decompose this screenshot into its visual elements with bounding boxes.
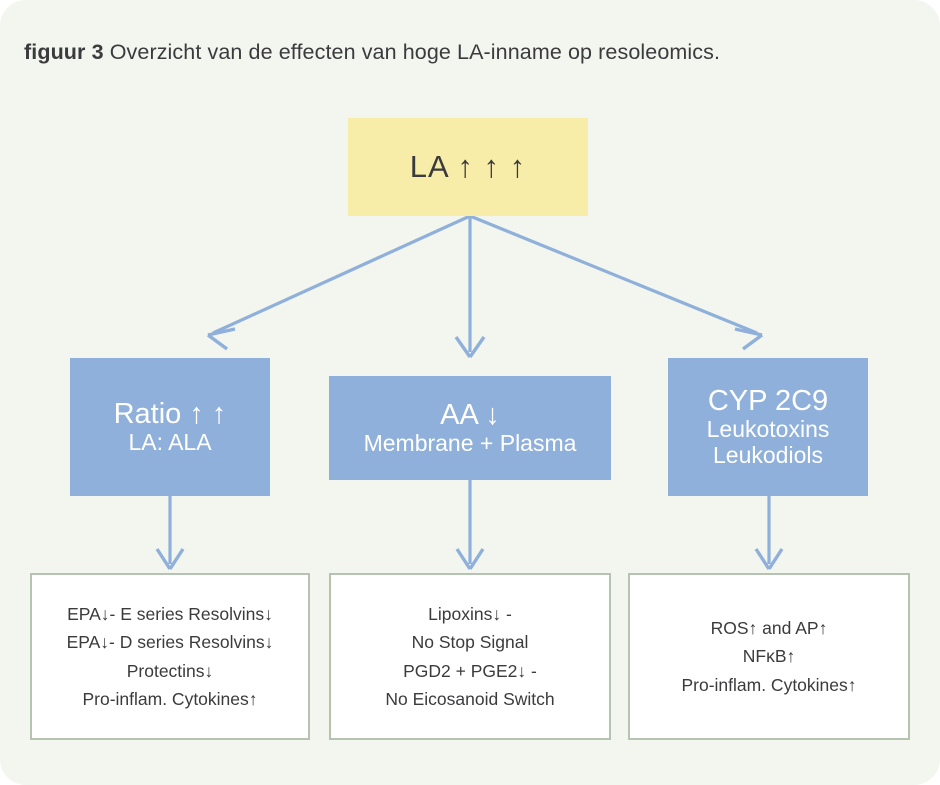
node-cyp-subtitle-2: Leukodiols: [713, 442, 823, 469]
arrowhead-ratio-to-resolvins: [155, 548, 185, 570]
arrowhead-la-to-aa: [454, 336, 486, 358]
node-aa-title: AA ↓: [440, 398, 500, 431]
node-la-label: LA ↑ ↑ ↑: [409, 149, 527, 184]
outcome-line: Lipoxins↓ -: [428, 603, 512, 624]
arrowhead-cyp-to-ros: [754, 548, 784, 570]
figure-label: figuur 3: [24, 40, 104, 64]
node-ratio-subtitle: LA: ALA: [128, 429, 212, 456]
outcome-line: NFκB↑: [742, 646, 796, 667]
outcome-line: EPA↓- E series Resolvins↓: [67, 603, 273, 624]
outcome-line: ROS↑ and AP↑: [710, 617, 828, 638]
outcome-line: PGD2 + PGE2↓ -: [403, 660, 537, 681]
node-aa-subtitle: Membrane + Plasma: [363, 430, 577, 457]
outcome-line: EPA↓- D series Resolvins↓: [66, 632, 274, 653]
arrowhead-aa-to-lipoxins: [455, 548, 485, 570]
outcome-line: No Eicosanoid Switch: [385, 688, 555, 709]
node-la: LA ↑ ↑ ↑: [348, 118, 588, 216]
node-ratio: Ratio ↑ ↑ LA: ALA: [70, 358, 270, 496]
figure-caption: Overzicht van de effecten van hoge LA-in…: [109, 40, 721, 64]
node-cyp-title: CYP 2C9: [707, 385, 829, 418]
node-aa: AA ↓ Membrane + Plasma: [329, 376, 611, 480]
figure-title: figuur 3 Overzicht van de effecten van h…: [24, 40, 720, 65]
node-cyp-subtitle: Leukotoxins: [706, 416, 830, 443]
outcome-line: Pro-inflam. Cytokines↑: [82, 688, 258, 709]
arrowhead-la-to-cyp: [734, 327, 764, 351]
node-cyp: CYP 2C9 Leukotoxins Leukodiols: [668, 358, 868, 496]
node-outcome-resolvins: EPA↓- E series Resolvins↓ EPA↓- D series…: [30, 573, 310, 740]
arrowhead-la-to-ratio: [206, 327, 236, 351]
node-outcome-lipoxins: Lipoxins↓ - No Stop Signal PGD2 + PGE2↓ …: [329, 573, 611, 740]
node-outcome-ros: ROS↑ and AP↑ NFκB↑ Pro-inflam. Cytokines…: [628, 573, 910, 740]
outcome-line: Pro-inflam. Cytokines↑: [681, 674, 857, 695]
connector-la-to-ratio: [212, 214, 471, 335]
connector-la-to-cyp: [469, 214, 758, 335]
outcome-line: Protectins↓: [126, 660, 214, 681]
outcome-line: No Stop Signal: [411, 632, 529, 653]
node-ratio-title: Ratio ↑ ↑: [113, 397, 227, 430]
